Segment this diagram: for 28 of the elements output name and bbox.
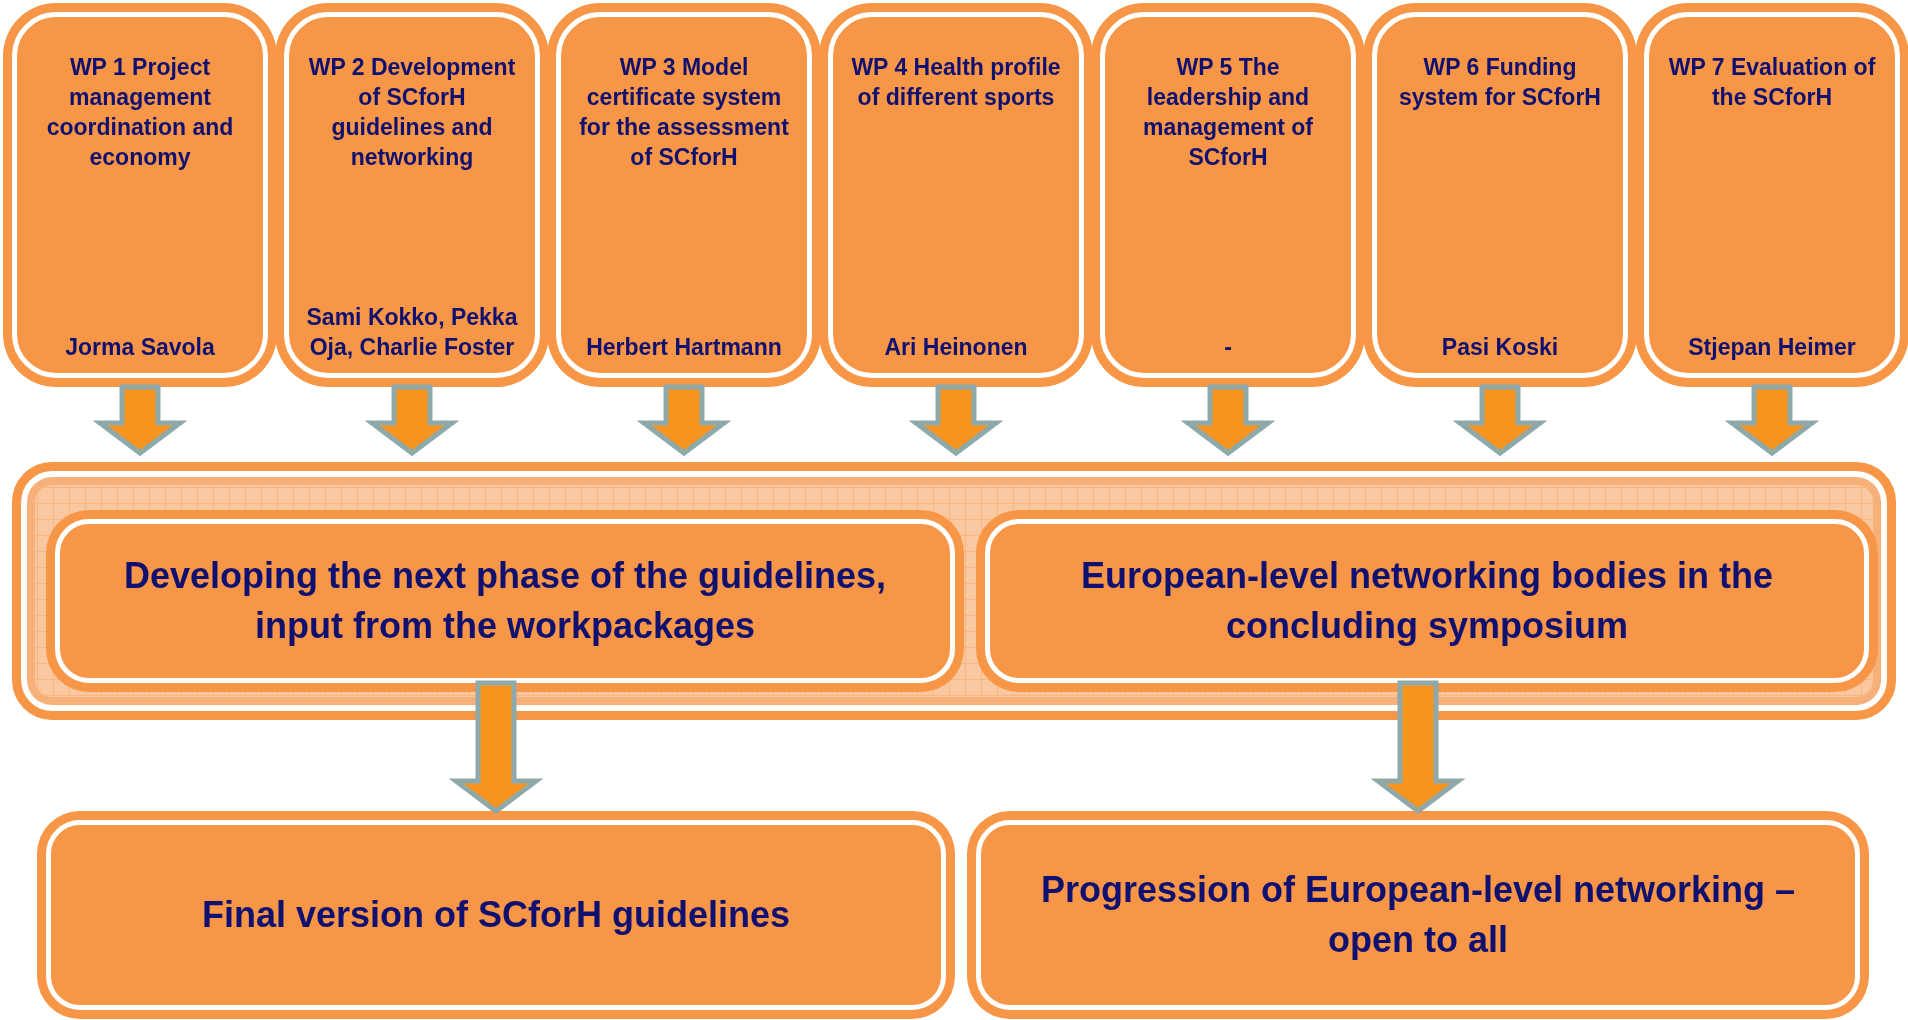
person-names: - [1224, 333, 1232, 363]
box-text: Developing the next phase of the guidelines, input from the workpackages [122, 553, 888, 648]
block-arrow [636, 384, 732, 457]
container-band [12, 462, 1896, 720]
box-text: European-level networking bodies in the concluding symposium [1079, 553, 1775, 648]
person-names: Pasi Koski [1441, 333, 1559, 363]
box-title: WP 1 Project management coordination and economy [45, 53, 235, 172]
box-title: WP 3 Model certificate system for the assessment of SCforH [578, 53, 790, 172]
block-arrow [92, 384, 188, 457]
person-names: Stjepan Heimer [1688, 333, 1856, 363]
box-title: WP 7 Evaluation of the SCforH [1667, 53, 1877, 112]
block-arrow [1370, 680, 1466, 815]
block-arrow [908, 384, 1004, 457]
box-title: WP 2 Development of SCforH guidelines and networking [307, 53, 517, 172]
person-names: Herbert Hartmann [586, 333, 782, 363]
block-arrow [364, 384, 460, 457]
block-arrow [448, 680, 544, 815]
person-names: Sami Kokko, Pekka Oja, Charlie Foster [305, 303, 519, 363]
box-title: WP 6 Funding system for SCforH [1398, 53, 1602, 112]
box-title: WP 5 The leadership and management of SCforH [1142, 53, 1314, 172]
box-text: Final version of SCforH guidelines [201, 892, 791, 937]
block-arrow [1452, 384, 1548, 457]
box-title: WP 4 Health profile of different sports [850, 53, 1062, 112]
box-text: Progression of European-level networking – open to all [1039, 867, 1797, 962]
block-arrow [1724, 384, 1820, 457]
person-names: Jorma Savola [65, 333, 215, 363]
block-arrow [1180, 384, 1276, 457]
person-names: Ari Heinonen [884, 333, 1028, 363]
